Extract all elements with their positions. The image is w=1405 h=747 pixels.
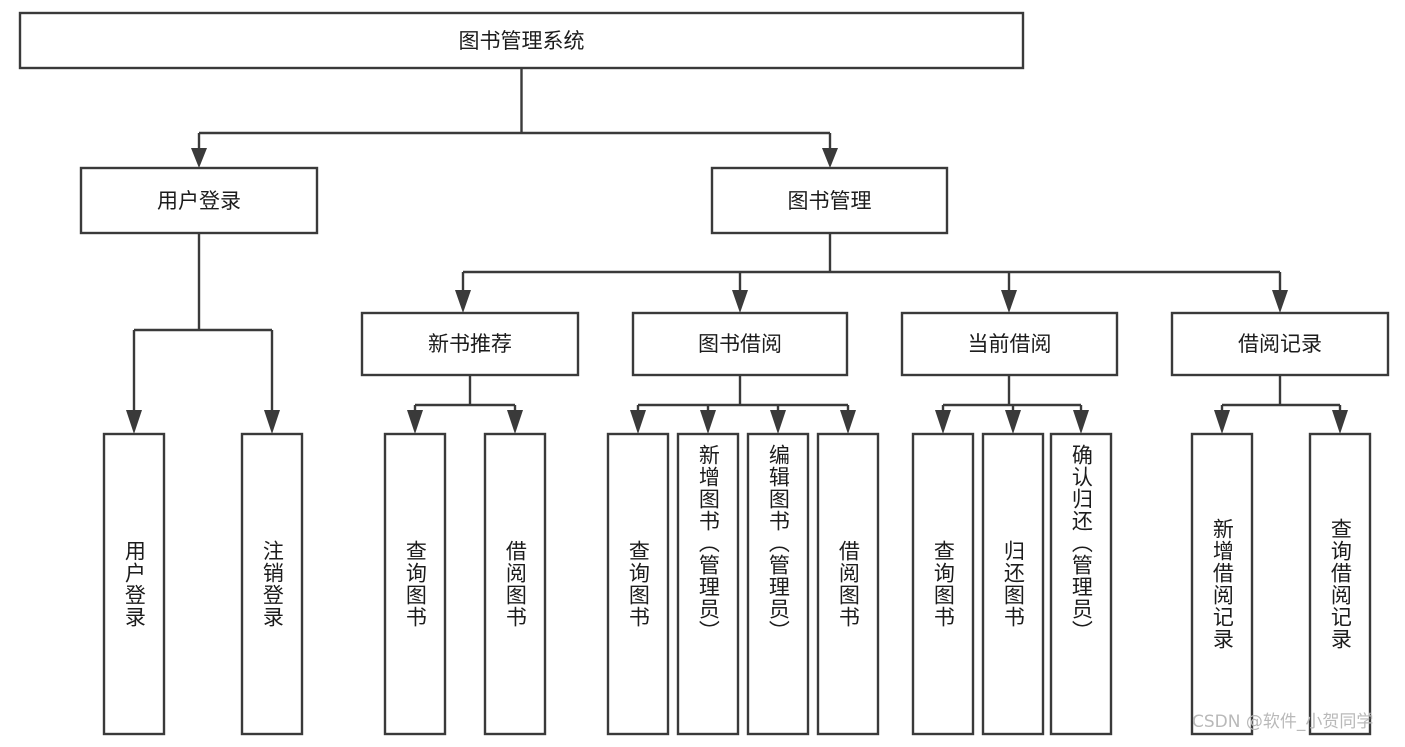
arrow-leaf-add-borrow-record <box>1214 410 1230 434</box>
arrow-leaf-query-book-borrow <box>630 410 646 434</box>
node-user-login-label: 用户登录 <box>157 189 241 213</box>
arrow-leaf-add-book-admin <box>700 410 716 434</box>
node-leaf-edit-book-admin[interactable] <box>746 432 810 736</box>
arrow-leaf-return-book <box>1005 410 1021 434</box>
node-book-management[interactable] <box>710 166 949 235</box>
node-root[interactable] <box>18 11 1025 70</box>
node-leaf-add-borrow-record[interactable] <box>1190 432 1254 736</box>
node-leaf-query-book-borrow[interactable] <box>606 432 670 736</box>
arrow-leaf-query-borrow-record <box>1332 410 1348 434</box>
node-new-book-recommend[interactable] <box>360 311 580 377</box>
node-book-management-label: 图书管理 <box>788 189 872 213</box>
arrow-leaf-confirm-return-admin <box>1073 410 1089 434</box>
node-leaf-borrow-book-rec[interactable] <box>483 432 547 736</box>
node-book-borrow-label: 图书借阅 <box>698 332 782 356</box>
node-user-login[interactable] <box>79 166 319 235</box>
node-leaf-query-book-rec[interactable] <box>383 432 447 736</box>
node-leaf-return-book[interactable] <box>981 432 1045 736</box>
arrow-leaf-query-book-current <box>935 410 951 434</box>
node-leaf-query-book-current[interactable] <box>911 432 975 736</box>
arrow-to-borrow-record <box>1272 290 1288 313</box>
arrow-leaf-borrow-book-rec <box>507 410 523 434</box>
node-leaf-add-book-admin[interactable] <box>676 432 740 736</box>
arrow-to-book-borrow <box>732 290 748 313</box>
arrow-to-book-management <box>822 148 838 168</box>
node-root-label: 图书管理系统 <box>459 29 585 53</box>
node-new-book-recommend-label: 新书推荐 <box>428 332 512 356</box>
node-leaf-query-borrow-record[interactable] <box>1308 432 1372 736</box>
node-borrow-record[interactable] <box>1170 311 1390 377</box>
node-current-borrow[interactable] <box>900 311 1119 377</box>
csdn-watermark: CSDN @软件_小贺同学 <box>1192 712 1374 732</box>
arrow-leaf-borrow-book <box>840 410 856 434</box>
node-leaf-user-login[interactable] <box>102 432 166 736</box>
node-leaf-borrow-book[interactable] <box>816 432 880 736</box>
arrow-leaf-query-book-rec <box>407 410 423 434</box>
node-book-borrow[interactable] <box>631 311 849 377</box>
arrow-to-user-login <box>191 148 207 168</box>
arrow-leaf-edit-book-admin <box>770 410 786 434</box>
arrow-to-new-book-recommend <box>455 290 471 313</box>
arrow-leaf-user-logout <box>264 410 280 434</box>
arrow-leaf-user-login <box>126 410 142 434</box>
arrow-to-current-borrow <box>1001 290 1017 313</box>
node-leaf-user-logout[interactable] <box>240 432 304 736</box>
node-leaf-confirm-return-admin[interactable] <box>1049 432 1113 736</box>
node-current-borrow-label: 当前借阅 <box>968 332 1052 356</box>
node-layer: 图书管理系统 用户登录 图书管理 新书推荐 图书借阅 当前借阅 借阅记录 <box>18 11 1390 736</box>
edge-layer <box>126 68 1348 434</box>
node-borrow-record-label: 借阅记录 <box>1238 332 1322 356</box>
